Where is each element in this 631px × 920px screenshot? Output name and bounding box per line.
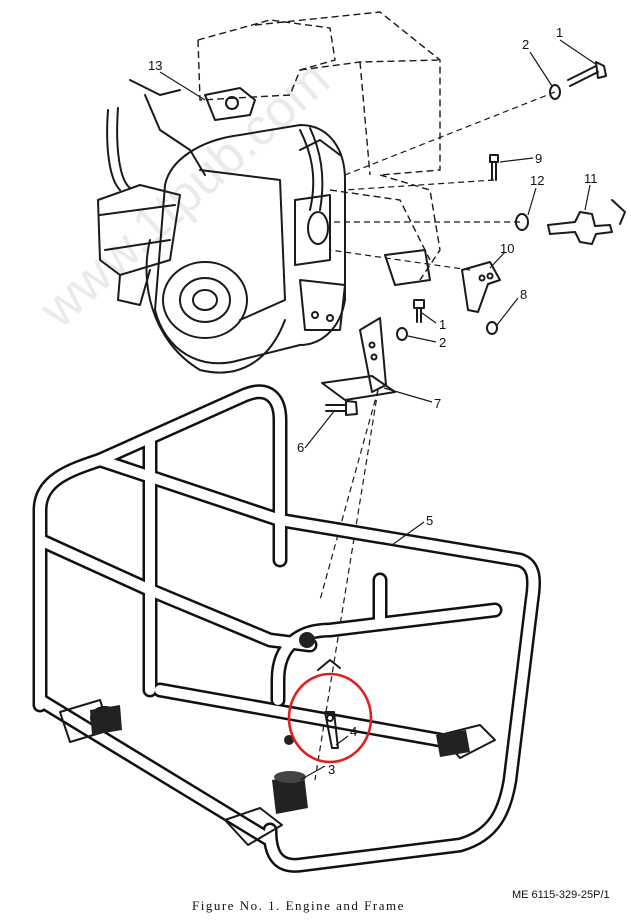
- nut-8: [486, 321, 498, 335]
- callout-leaders: [159, 39, 598, 781]
- callout-4: 4: [350, 724, 357, 739]
- callout-1-top: 1: [556, 25, 563, 40]
- highlight-circle: [287, 672, 373, 764]
- fitting-11: [547, 199, 626, 245]
- engine-dashed-outline: [197, 11, 441, 281]
- mount-plate-front: [224, 807, 283, 846]
- washer-2-mid: [396, 327, 408, 341]
- bolt-1-mid: [413, 299, 425, 323]
- assembly-lines: [314, 91, 556, 781]
- callout-10: 10: [500, 241, 514, 256]
- callout-5: 5: [426, 513, 433, 528]
- callout-3: 3: [328, 762, 335, 777]
- callout-13: 13: [148, 58, 162, 73]
- bolt-6: [325, 400, 358, 416]
- rubber-foot-right: [436, 730, 470, 757]
- bracket-10: [461, 261, 501, 313]
- bolt-9: [489, 154, 499, 181]
- rubber-foot-front: [272, 771, 308, 814]
- callout-9: 9: [535, 151, 542, 166]
- callout-11: 11: [584, 171, 598, 186]
- callout-1-mid: 1: [439, 317, 446, 332]
- rubber-foot-left: [90, 705, 122, 735]
- bracket-7: [321, 317, 396, 401]
- callout-2-mid: 2: [439, 335, 446, 350]
- watermark-text: www.1tpub.com: [28, 50, 340, 339]
- frame-nut: [284, 632, 315, 745]
- callout-12: 12: [530, 173, 544, 188]
- governor-linkage: [204, 87, 324, 211]
- callout-2-top: 2: [522, 37, 529, 52]
- muffler-assembly: [97, 79, 206, 306]
- callout-6: 6: [297, 440, 304, 455]
- figure-caption: Figure No. 1. Engine and Frame: [192, 898, 405, 913]
- screw-1-top: [567, 61, 607, 87]
- washer-2-top: [549, 84, 561, 100]
- ground-strap: [317, 659, 341, 749]
- callout-7: 7: [434, 396, 441, 411]
- callout-8: 8: [520, 287, 527, 302]
- tubular-frame: [32, 384, 541, 873]
- drawing-reference: ME 6115-329-25P/1: [512, 889, 610, 901]
